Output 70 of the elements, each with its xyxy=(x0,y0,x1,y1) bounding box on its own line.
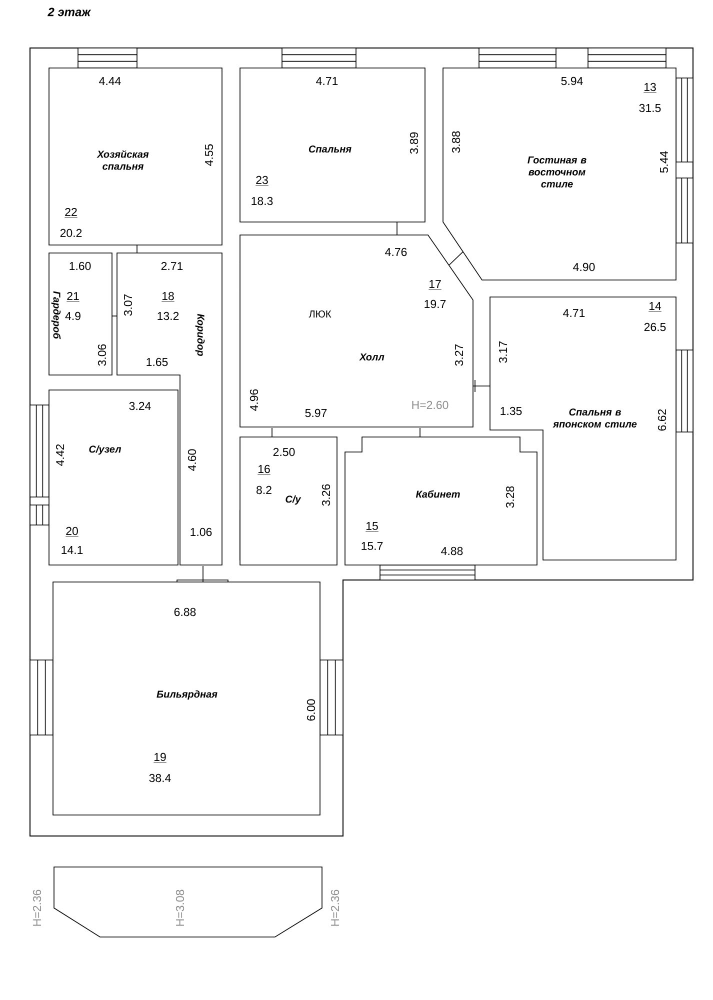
room-name: Кабинет xyxy=(416,490,460,498)
dimension-label: 3.26 xyxy=(322,484,330,506)
dimension-label: 6.62 xyxy=(658,409,666,431)
dimension-label: 1.65 xyxy=(146,358,168,366)
dimension-label: 5.44 xyxy=(660,151,668,173)
dimension-label: 4.71 xyxy=(563,309,585,317)
dimension-label: 2.71 xyxy=(161,262,183,270)
dimension-label: 4.76 xyxy=(385,248,407,256)
room-area: 19.7 xyxy=(424,300,446,308)
room-number: 15 xyxy=(365,522,379,532)
dimension-label: 5.97 xyxy=(305,408,327,418)
room-area: 31.5 xyxy=(639,104,661,112)
room-area: 13.2 xyxy=(158,312,179,320)
room-name: Коридор xyxy=(195,314,205,356)
height-label: H=3.08 xyxy=(176,890,184,926)
room-area: 15.7 xyxy=(362,542,383,550)
dimension-label: 3.06 xyxy=(98,344,106,366)
room-name: Хозяйская спальня xyxy=(96,150,149,170)
room-name: Спальня в японском стиле xyxy=(552,408,637,428)
title: 2 этаж xyxy=(48,8,92,16)
room-number: 17 xyxy=(428,280,442,290)
room-name: Спальня xyxy=(308,145,352,153)
dimension-label: 1.06 xyxy=(190,528,212,536)
dimension-label: 6.00 xyxy=(306,699,316,721)
room-number: 14 xyxy=(648,302,662,312)
dimension-label: 3.07 xyxy=(124,294,132,316)
room-number: 22 xyxy=(64,208,78,218)
room-name: С/узел xyxy=(89,445,122,455)
room-number: 19 xyxy=(153,752,167,763)
dimension-label: 3.88 xyxy=(452,131,460,153)
dimension-label: 4.60 xyxy=(188,449,196,471)
room-number: 18 xyxy=(161,292,175,302)
room-area: 38.4 xyxy=(149,774,171,782)
dimension-label: 4.71 xyxy=(316,77,338,85)
dimension-label: 5.94 xyxy=(561,76,583,86)
height-label: H=2.60 xyxy=(412,400,448,410)
dimension-label: 1.60 xyxy=(70,262,91,270)
dimension-label: 3.24 xyxy=(129,402,151,410)
room-number: 13 xyxy=(643,82,657,93)
room-area: 18.3 xyxy=(252,196,273,206)
room-number: 16 xyxy=(257,464,271,475)
room-name: Бильярдная xyxy=(156,690,218,700)
hatch-label: ЛЮК xyxy=(308,310,332,318)
room-name: С/у xyxy=(286,495,302,505)
room-number: 20 xyxy=(65,526,79,537)
room-name: Гардероб xyxy=(51,291,61,340)
dimension-label: 6.88 xyxy=(174,608,196,616)
dimension-label: 4.55 xyxy=(205,144,213,166)
room-name: Гостиная в восточном стиле xyxy=(528,156,586,188)
room-area: 26.5 xyxy=(644,322,666,332)
dimension-label: 4.44 xyxy=(99,77,121,85)
dimension-label: 3.27 xyxy=(454,344,464,366)
dimension-label: 4.88 xyxy=(441,546,463,556)
room-area: 20.2 xyxy=(60,228,82,238)
dimension-label: 4.96 xyxy=(250,389,258,411)
dimension-label: 2.50 xyxy=(273,448,295,456)
height-label: H=2.36 xyxy=(330,890,340,926)
room-number: 21 xyxy=(66,292,80,302)
dimension-label: 4.90 xyxy=(573,262,595,272)
room-number: 23 xyxy=(255,176,269,186)
room-area: 8.2 xyxy=(256,486,272,494)
room-area: 14.1 xyxy=(62,546,83,554)
dimension-label: 3.28 xyxy=(506,486,514,508)
room-name: Холл xyxy=(359,354,384,360)
height-label: H=2.36 xyxy=(32,890,42,926)
dimension-label: 3.17 xyxy=(498,341,508,363)
room-area: 4.9 xyxy=(65,312,80,320)
dimension-label: 4.42 xyxy=(56,444,64,466)
dimension-label: 3.89 xyxy=(410,132,418,154)
dimension-label: 1.35 xyxy=(500,406,522,416)
